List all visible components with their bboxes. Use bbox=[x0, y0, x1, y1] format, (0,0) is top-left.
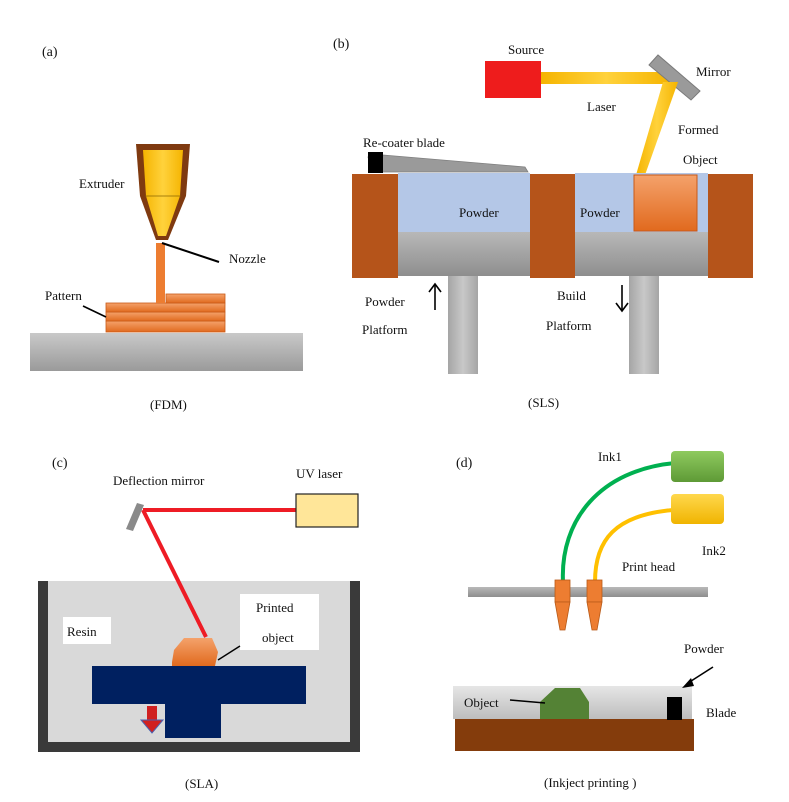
inkjet-powder-label: Powder bbox=[684, 641, 724, 656]
inkjet-powder-arrow bbox=[682, 666, 714, 688]
sla-laser-beam-diagonal bbox=[141, 509, 208, 638]
sls-powder-right-label: Powder bbox=[580, 205, 620, 220]
sla-resin-label: Resin bbox=[67, 624, 97, 639]
sls-recoater-blade-head bbox=[368, 152, 383, 173]
inkjet-object bbox=[540, 688, 589, 719]
sla-down-arrow bbox=[139, 706, 165, 734]
sls-build-platform-leg bbox=[629, 276, 659, 374]
print-head-nozzle-1 bbox=[554, 579, 571, 631]
sls-formed-object bbox=[633, 174, 698, 232]
sls-laser-beam-diagonal bbox=[636, 82, 678, 175]
inkjet-blade-label: Blade bbox=[706, 705, 737, 720]
sls-recoater-label: Re-coater blade bbox=[363, 135, 445, 150]
sls-up-arrow bbox=[428, 282, 442, 310]
fdm-base-plate bbox=[30, 333, 303, 371]
fdm-pattern-layers bbox=[105, 293, 226, 333]
inkjet-blade bbox=[667, 697, 682, 720]
sla-printed-object-leader bbox=[217, 645, 241, 661]
sla-uv-laser bbox=[295, 493, 359, 528]
fdm-pattern-leader bbox=[82, 305, 107, 318]
sls-powder-bed-left bbox=[398, 173, 530, 232]
sla-platform-shaft bbox=[165, 704, 221, 738]
sls-powder-left-label: Powder bbox=[459, 205, 499, 220]
inkjet-base bbox=[455, 719, 694, 751]
sla-uv-laser-label: UV laser bbox=[296, 466, 343, 481]
sls-object-label: Object bbox=[683, 152, 718, 167]
inkjet-object-leader bbox=[509, 699, 546, 704]
sls-wall-middle bbox=[530, 174, 575, 278]
sls-mirror-label: Mirror bbox=[696, 64, 731, 79]
sls-powder-platform-top bbox=[398, 232, 530, 276]
sla-resin-box bbox=[63, 617, 111, 644]
panel-b-caption: (SLS) bbox=[528, 395, 559, 410]
panel-b-letter: (b) bbox=[333, 37, 350, 52]
sls-wall-right bbox=[708, 174, 753, 278]
fdm-extruder bbox=[136, 144, 190, 240]
sla-deflection-mirror-label: Deflection mirror bbox=[113, 473, 205, 488]
fdm-filament bbox=[156, 243, 165, 303]
ink2-box bbox=[671, 494, 724, 524]
sls-powder-platform-leg bbox=[448, 276, 478, 374]
inkjet-object-label: Object bbox=[464, 695, 499, 710]
fdm-extruder-label: Extruder bbox=[79, 176, 125, 191]
sls-wall-left bbox=[352, 174, 398, 278]
ink2-tube bbox=[593, 508, 674, 583]
ink1-box bbox=[671, 451, 724, 482]
sla-printed-object-box bbox=[240, 594, 319, 650]
sla-printed-label-1: Printed bbox=[256, 600, 294, 615]
fdm-pattern-label: Pattern bbox=[45, 288, 82, 303]
sls-recoater-blade bbox=[367, 154, 529, 173]
panel-d-inkjet: (d) Ink1 Ink2 Pri bbox=[453, 449, 737, 790]
panel-c-caption: (SLA) bbox=[185, 776, 218, 791]
sls-build-platform-label-2: Platform bbox=[546, 318, 592, 333]
sls-powder-platform-label-2: Platform bbox=[362, 322, 408, 337]
panel-d-caption: (Inkject printing ) bbox=[544, 775, 636, 790]
sla-platform bbox=[92, 666, 306, 704]
panel-a-fdm: (a) Extruder Nozzle Pattern (FDM) bbox=[30, 45, 303, 412]
sls-formed-label: Formed bbox=[678, 122, 719, 137]
sls-laser-beam-horizontal bbox=[541, 72, 671, 84]
ink2-label: Ink2 bbox=[702, 543, 726, 558]
sls-laser-label: Laser bbox=[587, 99, 617, 114]
print-head-label: Print head bbox=[622, 559, 676, 574]
panel-a-letter: (a) bbox=[42, 45, 58, 60]
sls-build-platform-top bbox=[575, 232, 708, 276]
sls-source-label: Source bbox=[508, 42, 544, 57]
sls-down-arrow bbox=[615, 285, 629, 313]
sla-deflection-mirror bbox=[126, 503, 144, 531]
panel-b-sls: (b) bbox=[333, 37, 753, 410]
sla-printed-label-2: object bbox=[262, 630, 294, 645]
ink1-label: Ink1 bbox=[598, 449, 622, 464]
sls-powder-platform-label-1: Powder bbox=[365, 294, 405, 309]
ink1-tube bbox=[560, 461, 676, 583]
sls-laser-source bbox=[485, 61, 541, 98]
sla-printed-object bbox=[172, 638, 218, 666]
panel-a-caption: (FDM) bbox=[150, 397, 187, 412]
sls-build-platform-label-1: Build bbox=[557, 288, 586, 303]
fdm-nozzle-leader bbox=[161, 242, 220, 263]
sls-mirror bbox=[648, 54, 701, 101]
panel-c-sla: (c) Deflection mirror UV laser Resin Pr bbox=[38, 456, 360, 791]
panel-d-letter: (d) bbox=[456, 456, 473, 471]
fdm-nozzle-label: Nozzle bbox=[229, 251, 266, 266]
panel-c-letter: (c) bbox=[52, 456, 68, 471]
print-head-nozzle-2 bbox=[586, 579, 603, 631]
